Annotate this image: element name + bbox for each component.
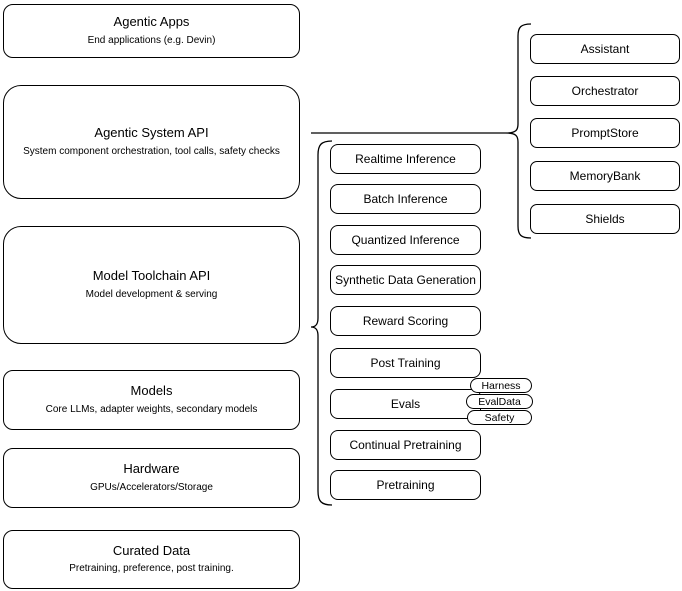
box-agentic-apps: Agentic Apps End applications (e.g. Devi… [3, 4, 300, 58]
box-title: Model Toolchain API [92, 268, 211, 284]
box-shields: Shields [530, 204, 680, 234]
box-title: Agentic Apps [113, 14, 190, 30]
tag-label: Harness [481, 379, 521, 392]
box-label: Post Training [370, 356, 441, 370]
box-subtitle: System component orchestration, tool cal… [23, 145, 280, 157]
box-models: Models Core LLMs, adapter weights, secon… [3, 370, 300, 430]
box-assistant: Assistant [530, 34, 680, 64]
box-pretraining: Pretraining [330, 470, 481, 500]
box-label: Orchestrator [571, 84, 639, 98]
box-label: Realtime Inference [355, 152, 456, 166]
toolchain-brace [310, 140, 333, 506]
box-label: Reward Scoring [362, 314, 449, 328]
tag-evaldata: EvalData [466, 394, 533, 409]
box-quantized-inference: Quantized Inference [330, 225, 481, 255]
tag-label: Safety [484, 411, 515, 424]
box-curated-data: Curated Data Pretraining, preference, po… [3, 530, 300, 589]
box-label: Pretraining [376, 478, 435, 492]
box-subtitle: Core LLMs, adapter weights, secondary mo… [45, 403, 258, 415]
box-label: PromptStore [571, 126, 639, 140]
box-title: Hardware [123, 461, 180, 477]
box-realtime-inference: Realtime Inference [330, 144, 481, 174]
box-subtitle: End applications (e.g. Devin) [87, 34, 216, 46]
box-promptstore: PromptStore [530, 118, 680, 148]
tag-safety: Safety [467, 410, 532, 425]
tag-harness: Harness [470, 378, 532, 393]
box-orchestrator: Orchestrator [530, 76, 680, 106]
box-agentic-system-api: Agentic System API System component orch… [3, 85, 300, 199]
box-label: Batch Inference [363, 192, 448, 206]
box-title: Models [130, 383, 173, 399]
box-label: Continual Pretraining [349, 438, 462, 452]
box-synthetic-data-generation: Synthetic Data Generation [330, 265, 481, 295]
box-title: Agentic System API [94, 125, 209, 141]
box-evals: Evals [330, 389, 481, 419]
box-memorybank: MemoryBank [530, 161, 680, 191]
box-reward-scoring: Reward Scoring [330, 306, 481, 336]
box-label: Evals [390, 397, 421, 411]
box-post-training: Post Training [330, 348, 481, 378]
tag-label: EvalData [478, 395, 521, 408]
components-brace [505, 23, 532, 239]
box-label: Quantized Inference [351, 233, 460, 247]
box-subtitle: Model development & serving [85, 288, 218, 300]
box-batch-inference: Batch Inference [330, 184, 481, 214]
box-label: Shields [585, 212, 625, 226]
box-label: MemoryBank [569, 169, 641, 183]
box-label: Synthetic Data Generation [335, 273, 476, 287]
box-title: Curated Data [112, 542, 191, 558]
box-hardware: Hardware GPUs/Accelerators/Storage [3, 448, 300, 508]
box-continual-pretraining: Continual Pretraining [330, 430, 481, 460]
box-subtitle: Pretraining, preference, post training. [69, 563, 234, 575]
box-subtitle: GPUs/Accelerators/Storage [90, 481, 213, 493]
box-label: Assistant [580, 42, 630, 56]
box-model-toolchain-api: Model Toolchain API Model development & … [3, 226, 300, 344]
